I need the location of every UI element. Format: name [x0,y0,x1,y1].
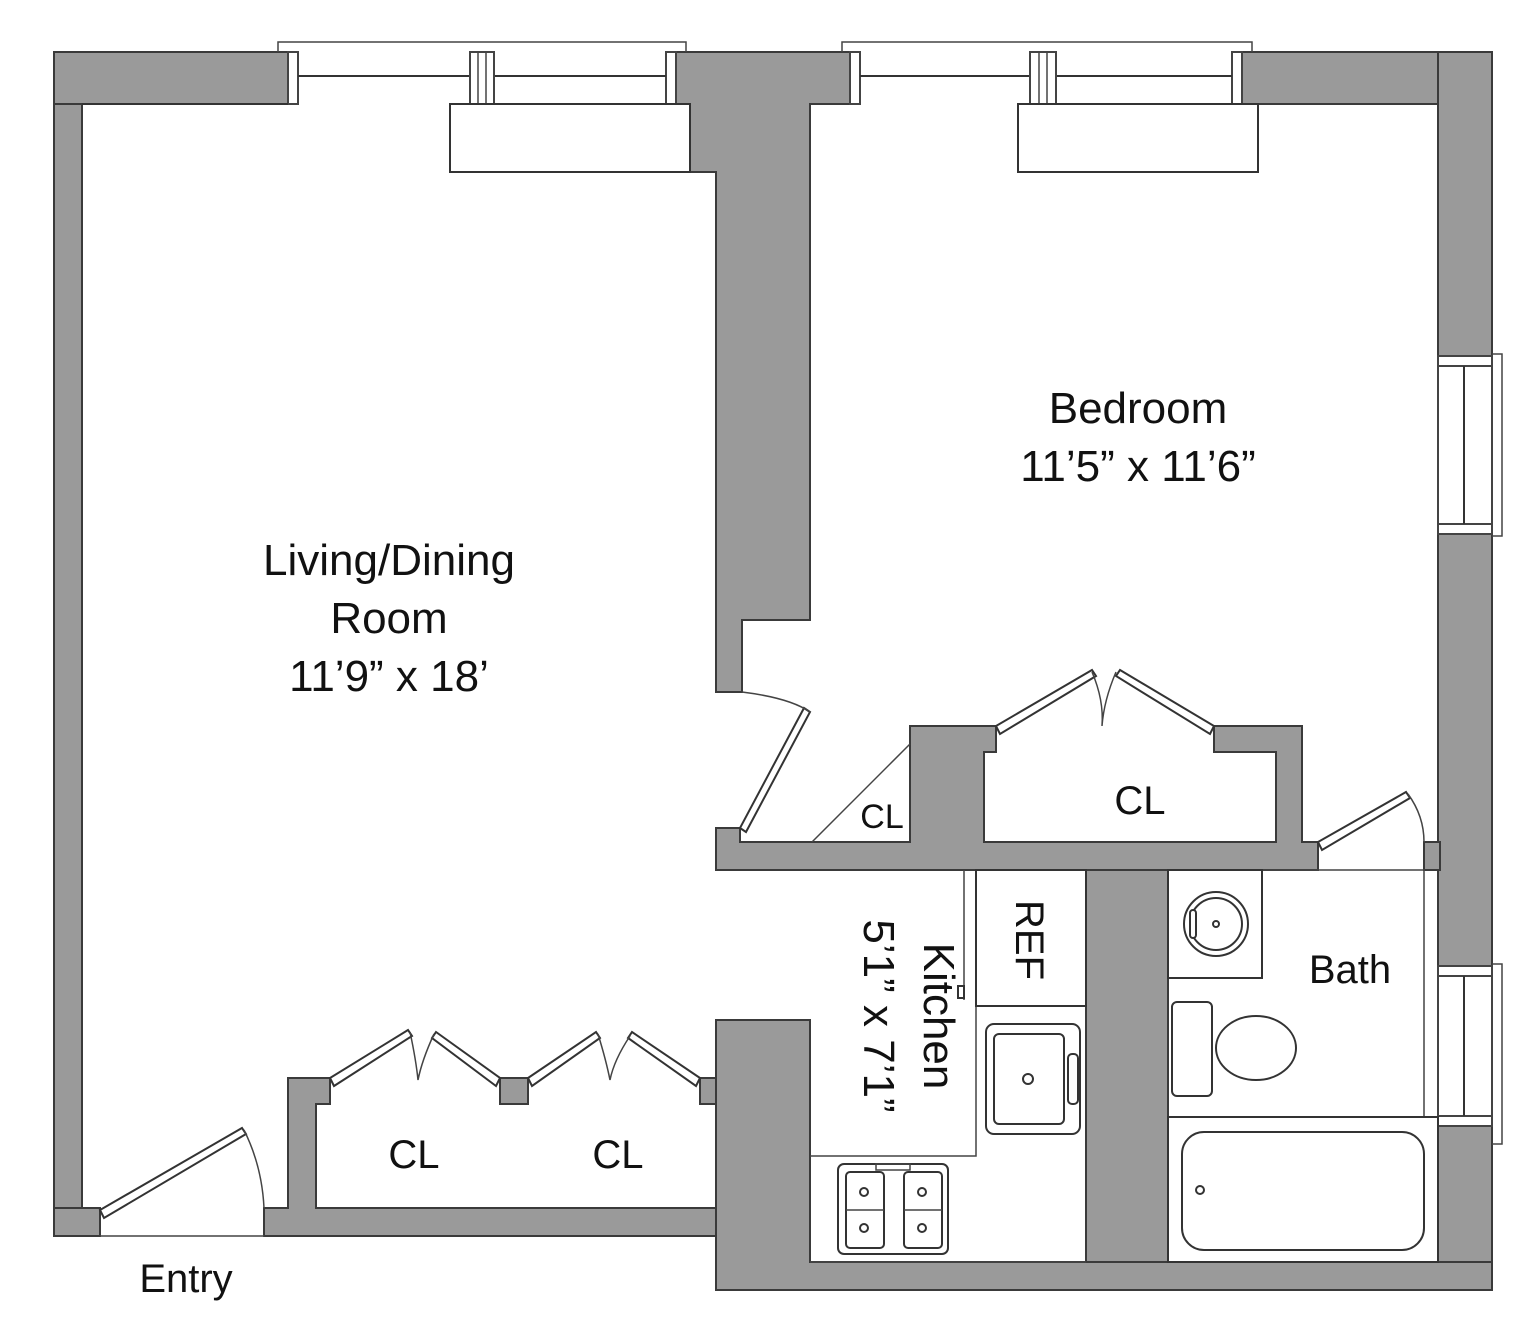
living-room-name-line2: Room [330,594,447,643]
door-bedroom [738,691,812,834]
door-bath [1316,790,1425,852]
window-bath [1437,963,1503,1145]
refrigerator [975,869,1087,1007]
kitchen-name: Kitchen [914,943,963,1090]
walls [53,51,1493,1291]
closet-small-diagonal [811,743,911,843]
living-room-name-line1: Living/Dining [263,536,515,585]
door-living-closet-right [526,1030,702,1088]
bedroom-dimensions: 11’5” x 11’6” [1020,442,1256,491]
door-bedroom-closet [994,668,1216,736]
wall-right-middle [1437,533,1493,967]
living-room-dimensions: 11’9” x 18’ [289,652,489,701]
wall-kitchen-bath [1085,869,1169,1263]
wall-right-upper [1437,51,1493,357]
wall-entry-jamb [53,1207,101,1237]
stove [837,1163,949,1255]
door-entry [98,1126,265,1237]
bath-sink [1183,891,1249,957]
doors [98,668,1425,1237]
wall-bath-door-jamb [1423,841,1441,871]
wall-living-closets [263,1077,717,1237]
labels: Living/Dining Room 11’9” x 18’ Bedroom 1… [139,384,1391,1301]
radiator-bedroom [1017,103,1259,173]
wall-top-left [53,51,289,105]
kitchen-sink [985,1023,1081,1135]
kitchen-dimensions: 5’1” x 7’1” [854,919,903,1112]
entry-label: Entry [139,1257,232,1301]
wall-left [53,51,83,1237]
wall-center-top [675,51,851,693]
wall-closet-divider [499,1077,529,1105]
kitchen-fixtures [810,869,1087,1263]
toilet [1171,1001,1297,1097]
closet-label-living-right: CL [592,1133,643,1177]
closet-label-bedroom-large: CL [1114,779,1165,823]
wall-closet-right-jamb [699,1077,717,1105]
bath-fixtures [1167,869,1439,1263]
bath-name: Bath [1309,948,1391,992]
door-living-closet-left [328,1028,502,1088]
refrigerator-label: REF [1007,900,1051,980]
windows [82,41,1503,1145]
window-living [82,41,687,105]
window-bedroom [841,41,1253,105]
closet-label-living-left: CL [388,1133,439,1177]
bedroom-name: Bedroom [1049,384,1228,433]
radiator-living [449,103,691,173]
window-bedroom-side [1437,353,1503,537]
wall-mid-horizontal [715,725,1319,871]
closet-label-bedroom-small: CL [860,798,903,836]
bathtub [1167,1116,1439,1263]
